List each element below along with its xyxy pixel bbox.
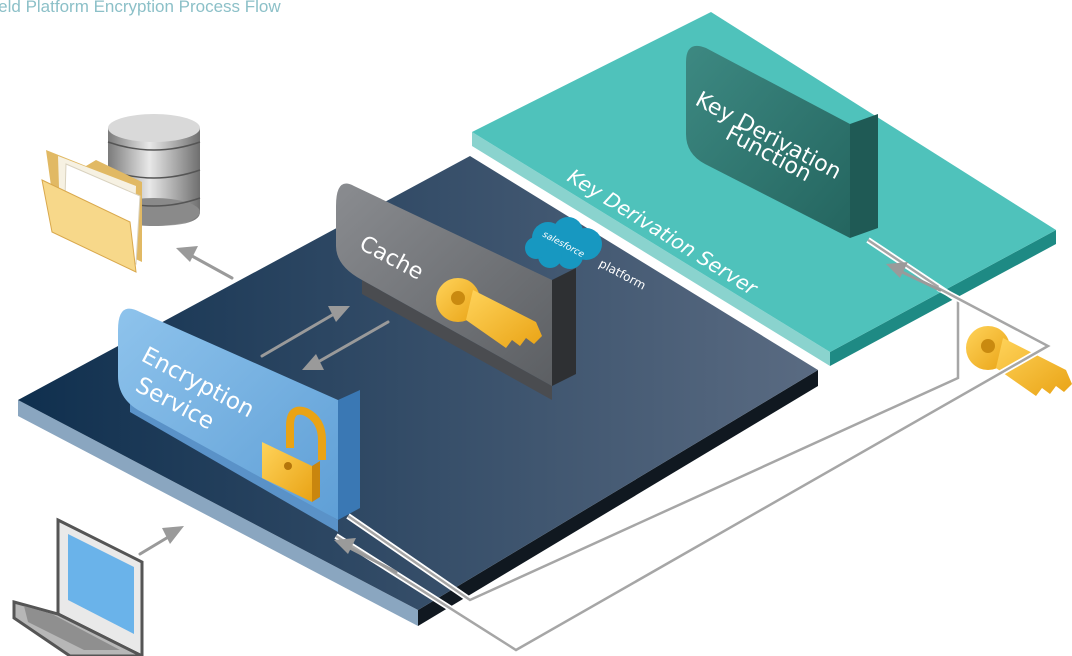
key-icon bbox=[966, 326, 1072, 396]
connection-lines bbox=[334, 237, 1055, 654]
unlocked-padlock-icon bbox=[262, 406, 326, 502]
salesforce-platform bbox=[18, 156, 818, 626]
page-title: Field Platform Encryption Process Flow bbox=[0, 0, 281, 16]
folder-icon bbox=[41, 150, 142, 273]
flow-arrows bbox=[138, 246, 942, 574]
key-icon bbox=[436, 278, 542, 348]
laptop-icon bbox=[12, 517, 144, 656]
